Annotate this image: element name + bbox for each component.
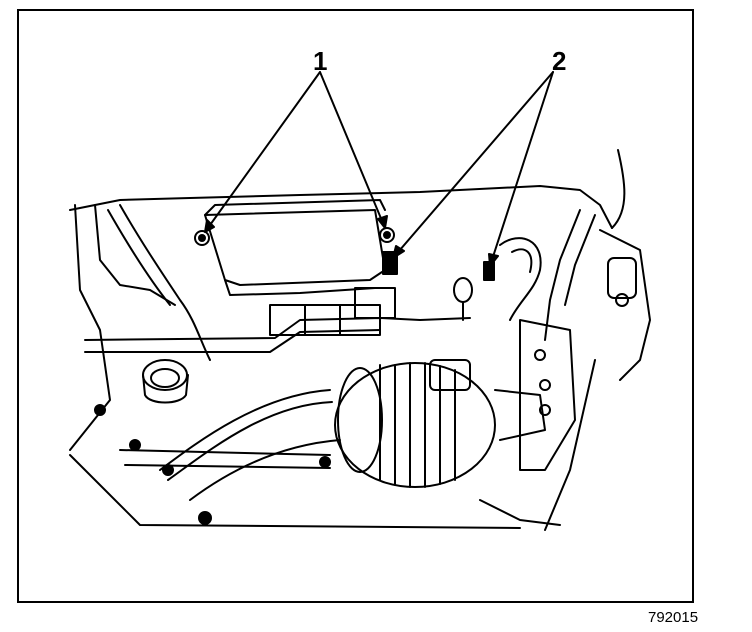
leader-2-left bbox=[392, 71, 554, 259]
callout-label-1: 1 bbox=[313, 46, 328, 76]
lower-frame bbox=[69, 454, 521, 529]
module-housing bbox=[204, 209, 386, 286]
upper-right-hose bbox=[499, 237, 542, 321]
fastener-left-upper bbox=[194, 230, 210, 246]
sensor-bulb bbox=[453, 277, 473, 303]
left-hose-inner bbox=[107, 209, 171, 306]
figure-id: 792015 bbox=[648, 609, 699, 626]
harness-rail bbox=[84, 317, 471, 341]
lower-pipe bbox=[119, 449, 331, 456]
relay-block bbox=[354, 287, 396, 319]
leader-1-left bbox=[204, 71, 321, 233]
lower-hose-right bbox=[189, 439, 341, 501]
alternator-pulley-mount bbox=[494, 389, 546, 441]
figure-frame bbox=[17, 9, 694, 603]
right-fender-curve bbox=[611, 149, 626, 229]
right-mount-tab bbox=[607, 257, 637, 299]
module-top-edge bbox=[204, 199, 386, 216]
leader-2-right bbox=[489, 71, 554, 267]
alternator-body bbox=[334, 362, 496, 488]
module-lower-lip bbox=[224, 279, 376, 296]
leader-1-right bbox=[319, 71, 386, 229]
right-bracket bbox=[599, 229, 651, 381]
upper-cowl-outline bbox=[69, 185, 613, 229]
reservoir-cap bbox=[142, 359, 188, 391]
firewall-panel bbox=[69, 204, 111, 451]
harness-connector bbox=[269, 304, 381, 336]
left-hose bbox=[119, 204, 211, 361]
left-bracket bbox=[94, 204, 176, 306]
alternator-terminal bbox=[429, 359, 471, 391]
fastener-right-upper bbox=[379, 227, 395, 243]
callout-label-2: 2 bbox=[552, 46, 567, 76]
mount-plate bbox=[519, 319, 576, 471]
lower-hose-left bbox=[159, 389, 331, 471]
